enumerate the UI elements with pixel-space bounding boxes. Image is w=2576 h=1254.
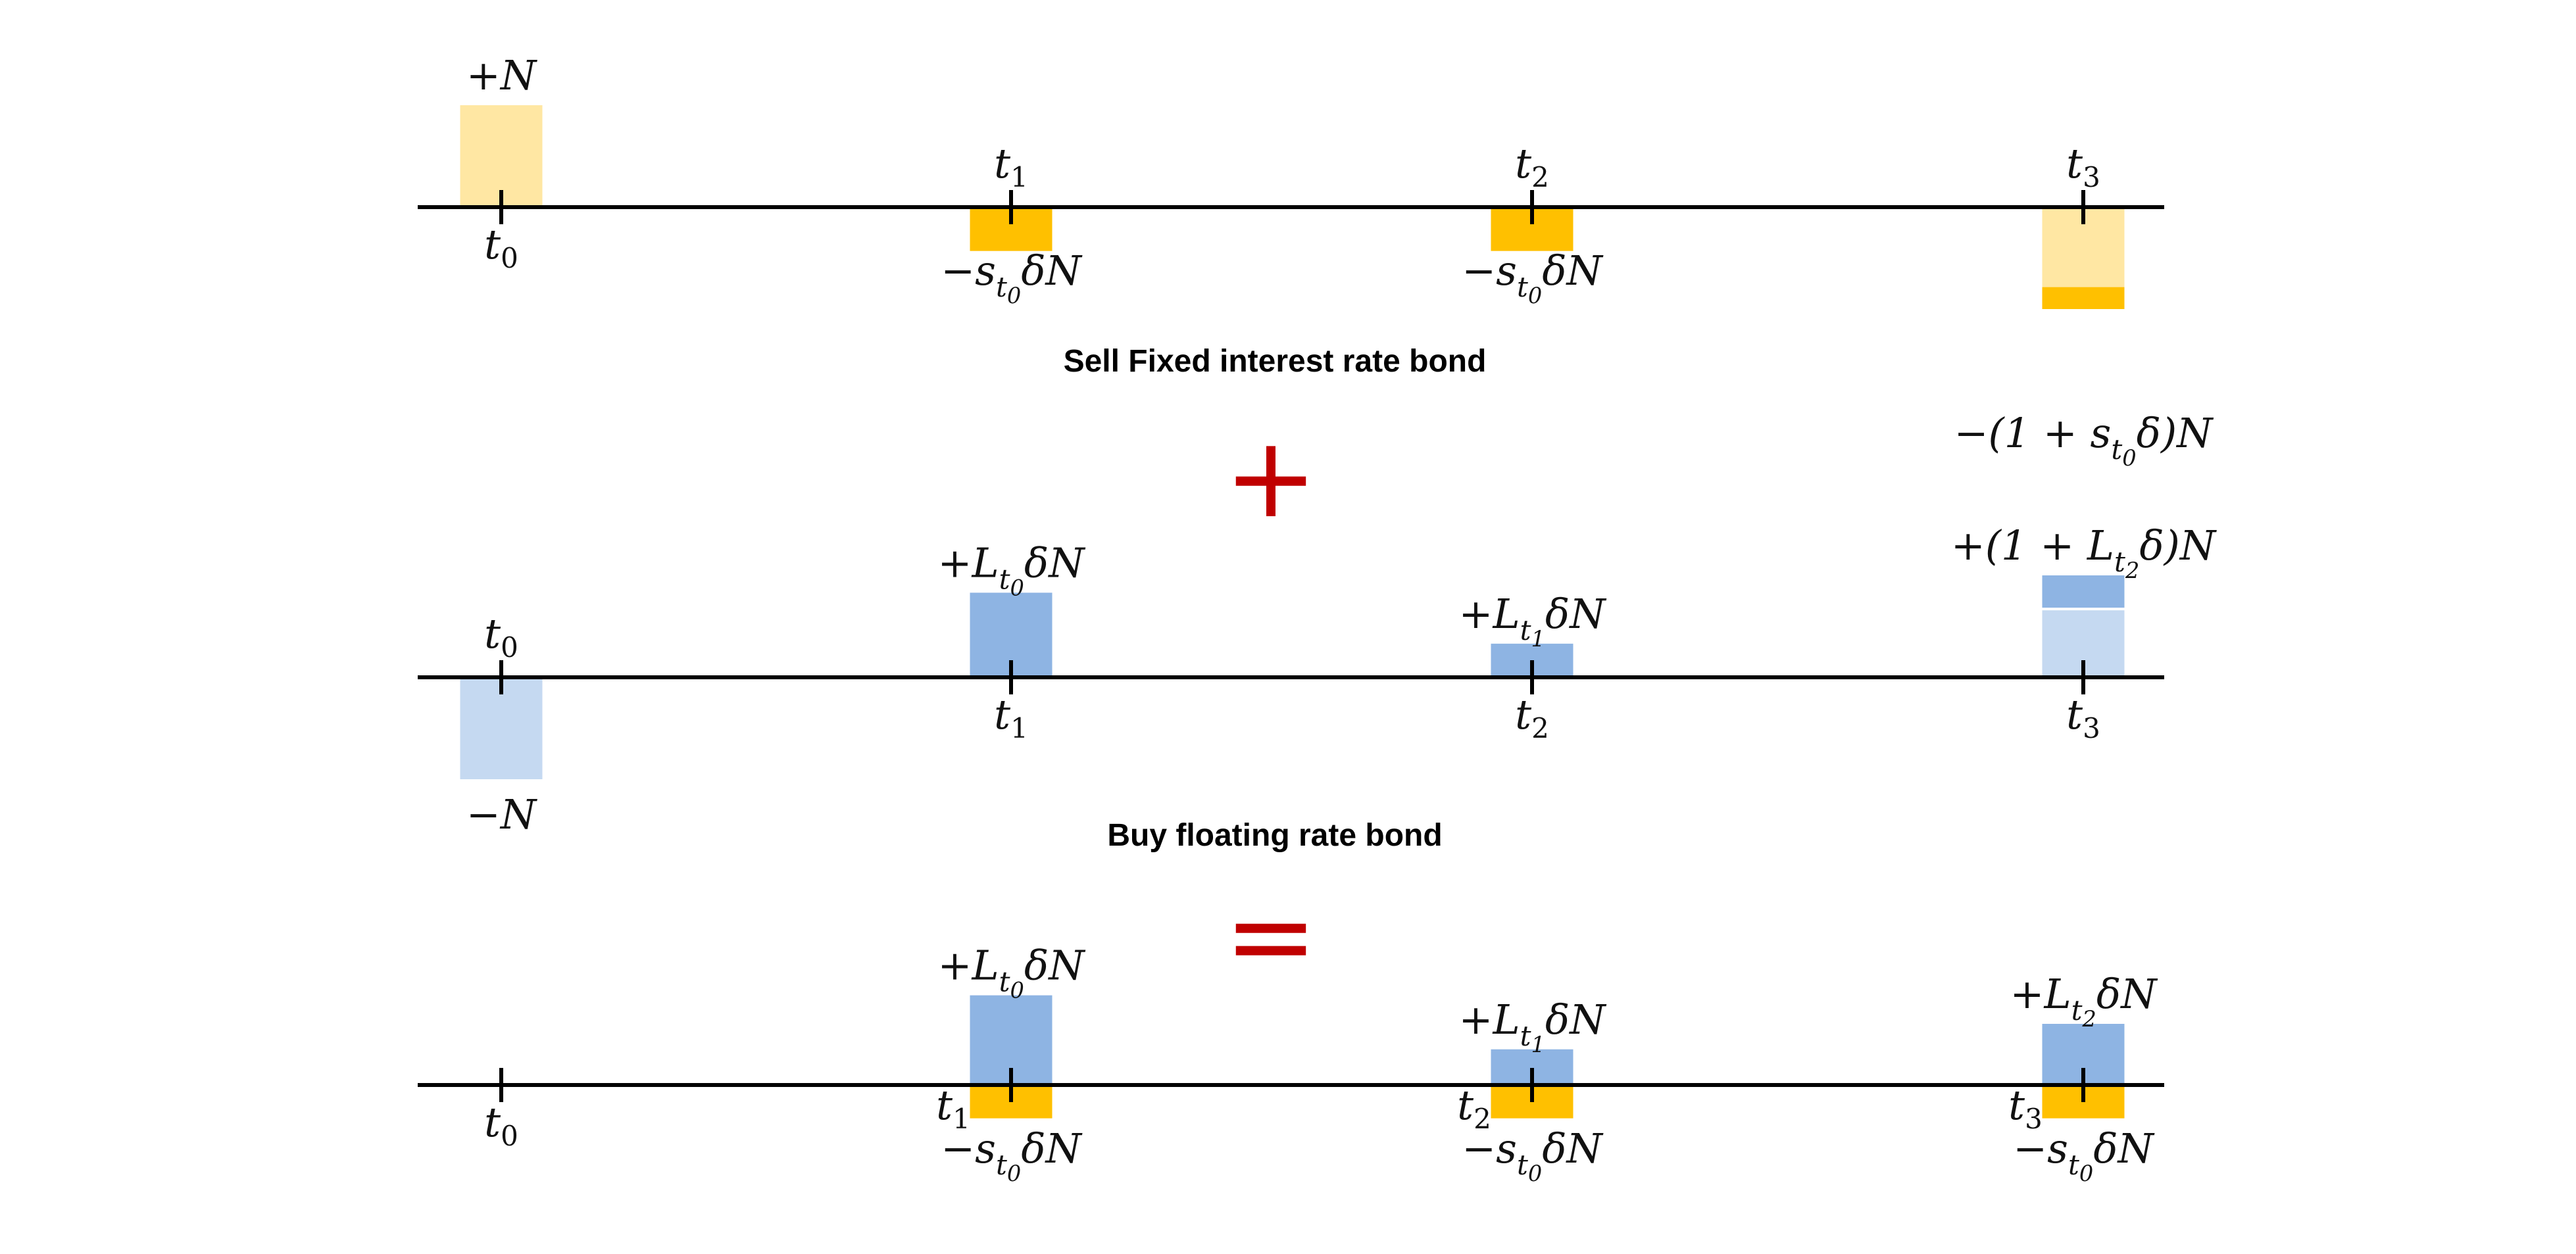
swap-neg-label-1: −st0​δN [941,1124,1083,1186]
floating-flow-label-1: +Lt0​δN [938,539,1087,600]
caption-floating: Buy floating rate bond [1107,818,1442,853]
swap-neg-label-2: −st0​δN [1462,1124,1604,1186]
swap-neg-label-3: −st0​δN [2013,1124,2155,1186]
fixed-flow-label-0: +N [466,51,538,99]
equals-operator: = [1224,871,1318,1001]
caption-fixed: Sell Fixed interest rate bond [1064,344,1487,379]
swap-flow-label-2: +Lt1​δN [1459,996,1608,1057]
fixed-time-label-1: t1 [994,139,1028,193]
fixed-flow-label-3: −(1 + st0​δ)N [1954,409,2215,471]
swap-time-label-1: t1 [936,1081,970,1135]
panel-fixed: t0 t1 t2 t3 +N −st0​δN −st0​δN −(1 + st0​δ)N [418,51,2214,471]
floating-flow-label-0: −N [466,790,538,838]
floating-time-label-1: t1 [994,690,1028,744]
plus-operator: + [1224,413,1318,543]
floating-time-label-0: t0 [484,610,518,663]
fixed-flow-label-1: −st0​δN [941,247,1083,308]
fixed-time-label-2: t2 [1515,139,1549,193]
floating-flow-bar-3-component [2042,575,2125,610]
fixed-flow-label-2: −st0​δN [1462,247,1604,308]
floating-time-label-2: t2 [1515,690,1549,744]
swap-flow-label-3: +Lt2​δN [2010,970,2159,1032]
swap-time-label-0: t0 [484,1098,518,1152]
fixed-time-label-3: t3 [2066,139,2100,193]
floating-time-label-3: t3 [2066,690,2100,744]
panel-swap: t0 t1 t2 t3 +Lt0​δN −st0​δN +Lt1​δN −st0​δN +Lt2… [418,942,2164,1186]
swap-flow-label-1: +Lt0​δN [938,942,1087,1003]
floating-flow-label-3: +(1 + Lt2​δ)N [1951,521,2217,583]
panel-floating: t0 t1 t2 t3 −N +Lt0​δN +Lt1​δN +(1 + Lt2​δ)N [418,521,2217,838]
fixed-time-label-0: t0 [484,220,518,274]
floating-flow-label-2: +Lt1​δN [1459,590,1608,652]
swap-time-label-3: t3 [2008,1081,2043,1135]
swap-time-label-2: t2 [1457,1081,1491,1135]
fixed-flow-bar-3-component [2042,287,2125,309]
